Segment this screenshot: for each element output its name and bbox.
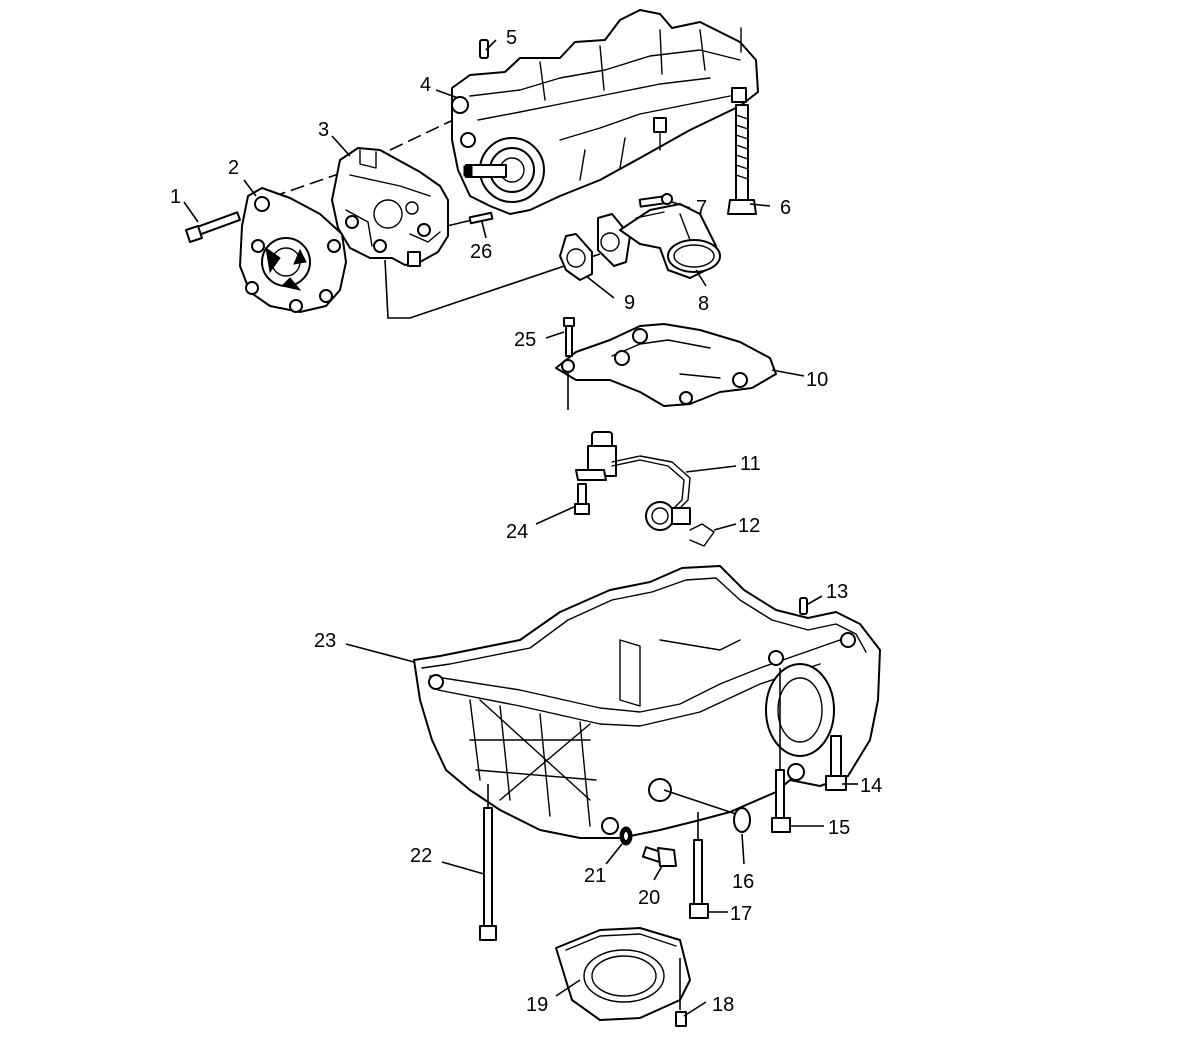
callout-25: 25 — [514, 329, 536, 351]
callout-24: 24 — [506, 521, 528, 543]
leader-lines — [183, 39, 858, 1017]
callout-9: 9 — [624, 292, 635, 314]
connector-part-12 — [645, 501, 715, 547]
oil-pan-part-23 — [413, 565, 881, 839]
callout-21: 21 — [584, 865, 606, 887]
callout-4: 4 — [420, 74, 431, 96]
callout-10: 10 — [806, 369, 828, 391]
callout-22: 22 — [410, 845, 432, 867]
bolt-part-7 — [638, 193, 673, 208]
cover-plate-part-19 — [555, 927, 691, 1021]
callout-5: 5 — [506, 27, 517, 49]
oil-pump-cover-part-2 — [239, 187, 347, 313]
callout-13: 13 — [826, 581, 848, 603]
bolt-part-1 — [185, 211, 241, 243]
bolt-part-14 — [825, 735, 847, 791]
seal-ring-part-16 — [733, 807, 751, 833]
callout-7: 7 — [696, 197, 707, 219]
dowel-part-13 — [799, 597, 808, 615]
callout-18: 18 — [712, 994, 734, 1016]
callout-15: 15 — [828, 817, 850, 839]
callout-20: 20 — [638, 887, 660, 909]
drain-plug-part-20 — [641, 846, 677, 867]
bolt-part-17 — [689, 812, 709, 919]
bolt-part-18 — [675, 958, 687, 1027]
callout-19: 19 — [526, 994, 548, 1016]
upper-housing-part-4 — [451, 9, 759, 215]
callout-3: 3 — [318, 119, 329, 141]
callout-2: 2 — [228, 157, 239, 179]
bolt-part-6 — [727, 27, 757, 215]
callout-23: 23 — [314, 630, 336, 652]
oil-pickup-tube-part-8 — [597, 203, 721, 279]
callout-26: 26 — [470, 241, 492, 263]
bolt-part-15 — [771, 668, 791, 833]
callout-labels: 1 2 3 4 5 6 7 8 9 10 11 12 13 14 15 16 1… — [170, 27, 882, 1016]
callout-11: 11 — [740, 453, 761, 475]
callout-8: 8 — [698, 293, 709, 315]
callout-6: 6 — [780, 197, 791, 219]
callout-12: 12 — [738, 515, 760, 537]
callout-14: 14 — [860, 775, 882, 797]
long-bolt-part-22 — [479, 784, 497, 941]
oil-level-sensor-part-11 — [575, 431, 691, 513]
bolt-part-24 — [574, 483, 590, 515]
baffle-plate-part-10 — [555, 323, 777, 410]
dowel-part-26 — [468, 211, 494, 225]
bolt-part-25 — [563, 317, 575, 357]
callout-16: 16 — [732, 871, 754, 893]
gasket-part-9 — [559, 233, 593, 281]
washer-part-21 — [619, 826, 633, 846]
oil-pump-body-part-3 — [331, 147, 449, 267]
callout-17: 17 — [730, 903, 752, 925]
callout-1: 1 — [170, 186, 181, 208]
